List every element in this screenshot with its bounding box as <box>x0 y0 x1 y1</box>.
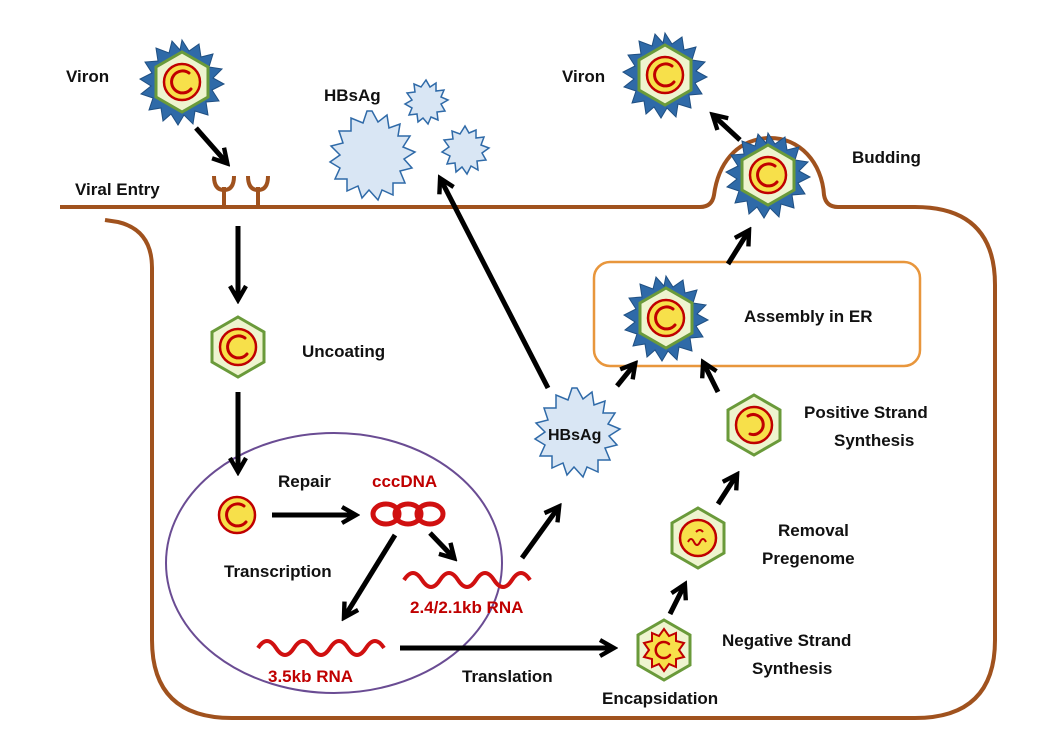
label-rna-small: 2.4/2.1kb RNA <box>410 598 523 617</box>
nuclear-core-icon <box>217 495 257 535</box>
label-viron-right: Viron <box>562 67 605 86</box>
hbsag-particle-cytoplasm <box>533 387 622 479</box>
label-repair: Repair <box>278 472 331 491</box>
released-virion-icon <box>621 31 709 120</box>
label-removal-1: Removal <box>778 521 849 540</box>
positive-strand-capsid-icon <box>726 393 782 457</box>
rna-3-5kb-wave <box>256 639 386 657</box>
rna-2-4-2-1kb-wave <box>402 571 532 589</box>
label-positive-strand-2: Synthesis <box>834 431 914 450</box>
arrows <box>194 116 748 648</box>
label-negative-strand-2: Synthesis <box>752 659 832 678</box>
label-transcription: Transcription <box>224 562 332 581</box>
label-viron-left: Viron <box>66 67 109 86</box>
removal-pregenome-capsid-icon <box>670 506 726 570</box>
label-removal-2: Pregenome <box>762 549 855 568</box>
endoplasmic-reticulum <box>592 260 922 368</box>
label-translation: Translation <box>462 667 553 686</box>
entering-virion-icon <box>138 38 226 127</box>
assembled-virion-icon <box>622 274 710 363</box>
receptors <box>212 175 270 207</box>
label-encapsidation: Encapsidation <box>602 689 718 708</box>
label-positive-strand-1: Positive Strand <box>804 403 928 422</box>
label-hbsag-mid: HBsAg <box>548 427 601 444</box>
uncoated-capsid-icon <box>210 315 266 379</box>
hbsag-particles-outside <box>328 78 491 202</box>
label-viral-entry: Viral Entry <box>75 180 160 199</box>
label-hbsag-top: HBsAg <box>324 86 381 105</box>
label-assembly-er: Assembly in ER <box>744 307 873 326</box>
nucleus <box>165 432 503 694</box>
label-budding: Budding <box>852 148 921 167</box>
encapsidation-capsid-icon <box>636 618 692 682</box>
label-rna-large: 3.5kb RNA <box>268 667 353 686</box>
label-cccdna: cccDNA <box>372 472 437 491</box>
cccdna-icon <box>370 501 446 527</box>
label-negative-strand-1: Negative Strand <box>722 631 851 650</box>
label-uncoating: Uncoating <box>302 342 385 361</box>
